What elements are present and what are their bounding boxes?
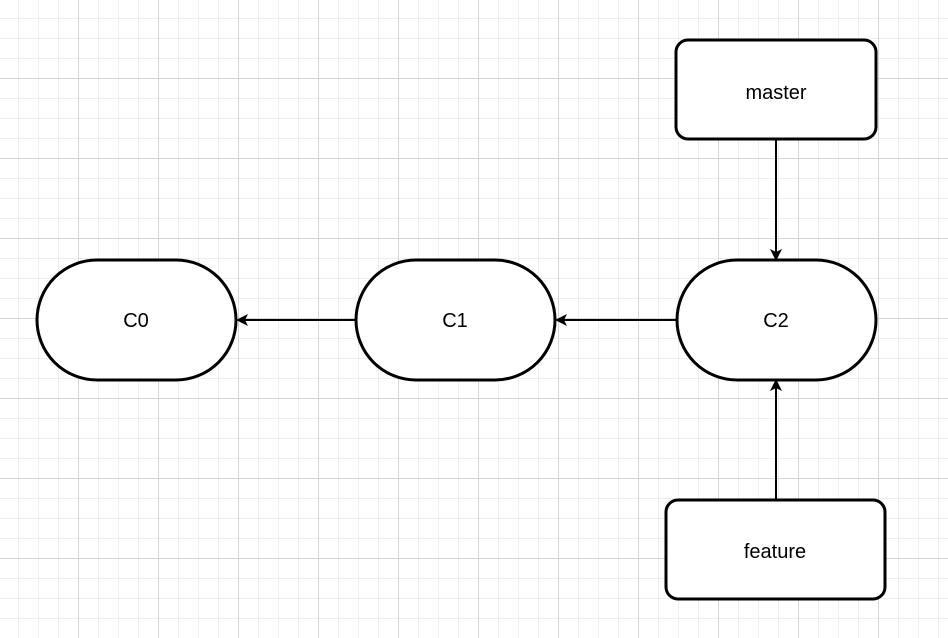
branch-box-master[interactable]: master: [674, 38, 878, 141]
commit-node-c2[interactable]: C2: [675, 258, 878, 382]
commit-label-c0: C0: [123, 310, 149, 332]
commit-node-c0[interactable]: C0: [35, 258, 238, 382]
branch-label-feature: feature: [744, 541, 806, 563]
branch-label-master: master: [745, 82, 806, 104]
commit-label-c2: C2: [763, 310, 789, 332]
branch-box-feature[interactable]: feature: [664, 498, 887, 601]
commit-node-c1[interactable]: C1: [354, 258, 557, 382]
commit-label-c1: C1: [442, 310, 468, 332]
